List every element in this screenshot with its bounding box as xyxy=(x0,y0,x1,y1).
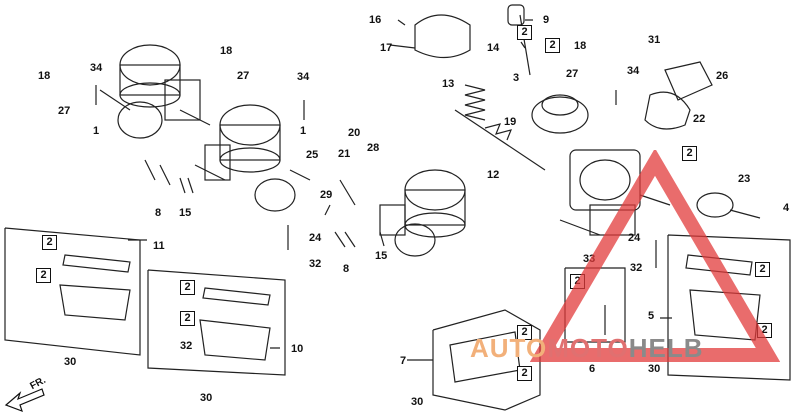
callout-boxed: 2 xyxy=(36,268,51,283)
callout: 4 xyxy=(783,202,790,214)
callout: 3 xyxy=(513,72,520,84)
callout: 17 xyxy=(380,42,393,54)
callout-boxed: 2 xyxy=(180,311,195,326)
callout: 18 xyxy=(574,40,587,52)
callout: 1 xyxy=(93,125,100,137)
group-box-11 xyxy=(4,227,141,356)
callout-boxed: 2 xyxy=(517,366,532,381)
callout: 34 xyxy=(297,71,310,83)
callout: 29 xyxy=(320,189,333,201)
callout: 18 xyxy=(38,70,51,82)
carburetor-2 xyxy=(194,104,311,212)
watermark-part-moto: MOTO xyxy=(547,333,629,363)
callout: 34 xyxy=(90,62,103,74)
callout: 15 xyxy=(179,207,192,219)
callout: 27 xyxy=(237,70,250,82)
group-box-10 xyxy=(147,269,286,376)
callout: 12 xyxy=(487,169,500,181)
callout: 31 xyxy=(648,34,661,46)
callout: 8 xyxy=(343,263,350,275)
callout-boxed: 2 xyxy=(682,146,697,161)
carburetor-1 xyxy=(99,44,211,139)
callout: 14 xyxy=(487,42,500,54)
watermark-triangle-icon xyxy=(530,150,780,362)
callout: 25 xyxy=(306,149,319,161)
group-box-5 xyxy=(667,234,791,381)
callout: 6 xyxy=(589,363,596,375)
watermark: AUTOMOTOHELB xyxy=(470,333,704,364)
direction-arrow-icon xyxy=(4,388,45,413)
callout: 1 xyxy=(300,125,307,137)
callout: 22 xyxy=(693,113,706,125)
callout: 9 xyxy=(543,14,550,26)
callout: 24 xyxy=(309,232,322,244)
callout: 32 xyxy=(630,262,643,274)
callout: 30 xyxy=(648,363,661,375)
float-bowl-11 xyxy=(59,254,131,321)
callout: 32 xyxy=(309,258,322,270)
callout: 27 xyxy=(566,68,579,80)
carburetor-3 xyxy=(379,169,466,257)
watermark-part-auto: AUTO xyxy=(470,333,548,363)
callout: 10 xyxy=(291,343,304,355)
callout: 30 xyxy=(411,396,424,408)
callout: 26 xyxy=(716,70,729,82)
callout: 13 xyxy=(442,78,455,90)
callout: 30 xyxy=(200,392,213,404)
callout: 5 xyxy=(648,310,655,322)
callout-boxed: 2 xyxy=(545,38,560,53)
callout: 21 xyxy=(338,148,351,160)
callout: 16 xyxy=(369,14,382,26)
callout-boxed: 2 xyxy=(42,235,57,250)
group-box-7 xyxy=(432,309,541,411)
callout: 18 xyxy=(220,45,233,57)
callout: 32 xyxy=(180,340,193,352)
callout-boxed: 2 xyxy=(180,280,195,295)
callout-boxed: 2 xyxy=(755,262,770,277)
callout: 15 xyxy=(375,250,388,262)
callout: 20 xyxy=(348,127,361,139)
callout: 28 xyxy=(367,142,380,154)
callout: 23 xyxy=(738,173,751,185)
callout: 27 xyxy=(58,105,71,117)
callout: 34 xyxy=(627,65,640,77)
callout: 24 xyxy=(628,232,641,244)
callout: 7 xyxy=(400,355,407,367)
callout-boxed: 2 xyxy=(517,325,532,340)
callout: 30 xyxy=(64,356,77,368)
callout: 19 xyxy=(504,116,517,128)
callout: 11 xyxy=(153,240,165,252)
watermark-part-helb: HELB xyxy=(628,333,704,363)
callout-boxed: 2 xyxy=(517,25,532,40)
callout: 8 xyxy=(155,207,162,219)
float-bowl-10 xyxy=(199,287,271,361)
